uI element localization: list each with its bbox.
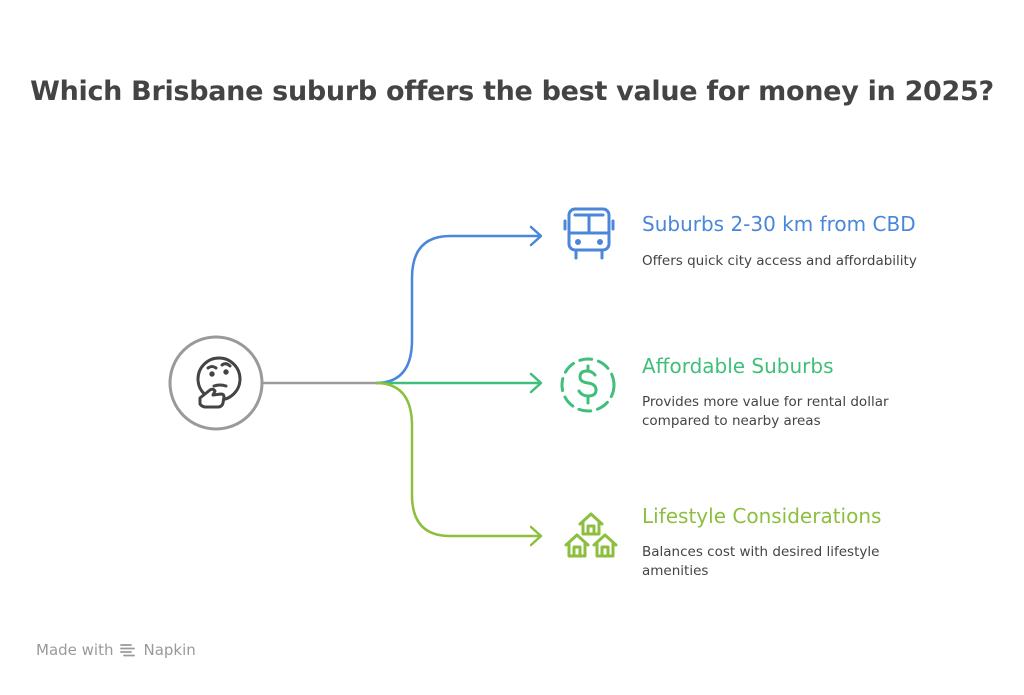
watermark-prefix: Made with	[36, 641, 114, 659]
arrowhead-1	[529, 225, 543, 247]
thinking-face-icon	[196, 356, 242, 409]
branch-2-title: Affordable Suburbs	[642, 354, 834, 378]
napkin-logo-icon	[120, 644, 136, 657]
branch-3-description: Balances cost with desired lifestyle ame…	[642, 544, 880, 579]
center-node	[168, 335, 264, 431]
houses-icon	[564, 512, 618, 558]
arrowhead-2	[529, 372, 543, 394]
napkin-watermark[interactable]: Made with Napkin	[36, 641, 196, 659]
branch-connector-3	[375, 381, 540, 538]
branch-1-description: Offers quick city access and affordabili…	[642, 253, 917, 269]
branch-2-description: Provides more value for rental dollar co…	[642, 394, 889, 429]
branch-1-title: Suburbs 2-30 km from CBD	[642, 212, 916, 236]
arrowhead-3	[529, 525, 543, 547]
dollar-circle-icon	[560, 357, 616, 413]
bus-icon	[563, 207, 615, 260]
diagram-title: Which Brisbane suburb offers the best va…	[30, 76, 994, 107]
branch-3-title: Lifestyle Considerations	[642, 504, 882, 528]
watermark-brand: Napkin	[143, 641, 196, 659]
branch-connector-1	[375, 234, 540, 385]
